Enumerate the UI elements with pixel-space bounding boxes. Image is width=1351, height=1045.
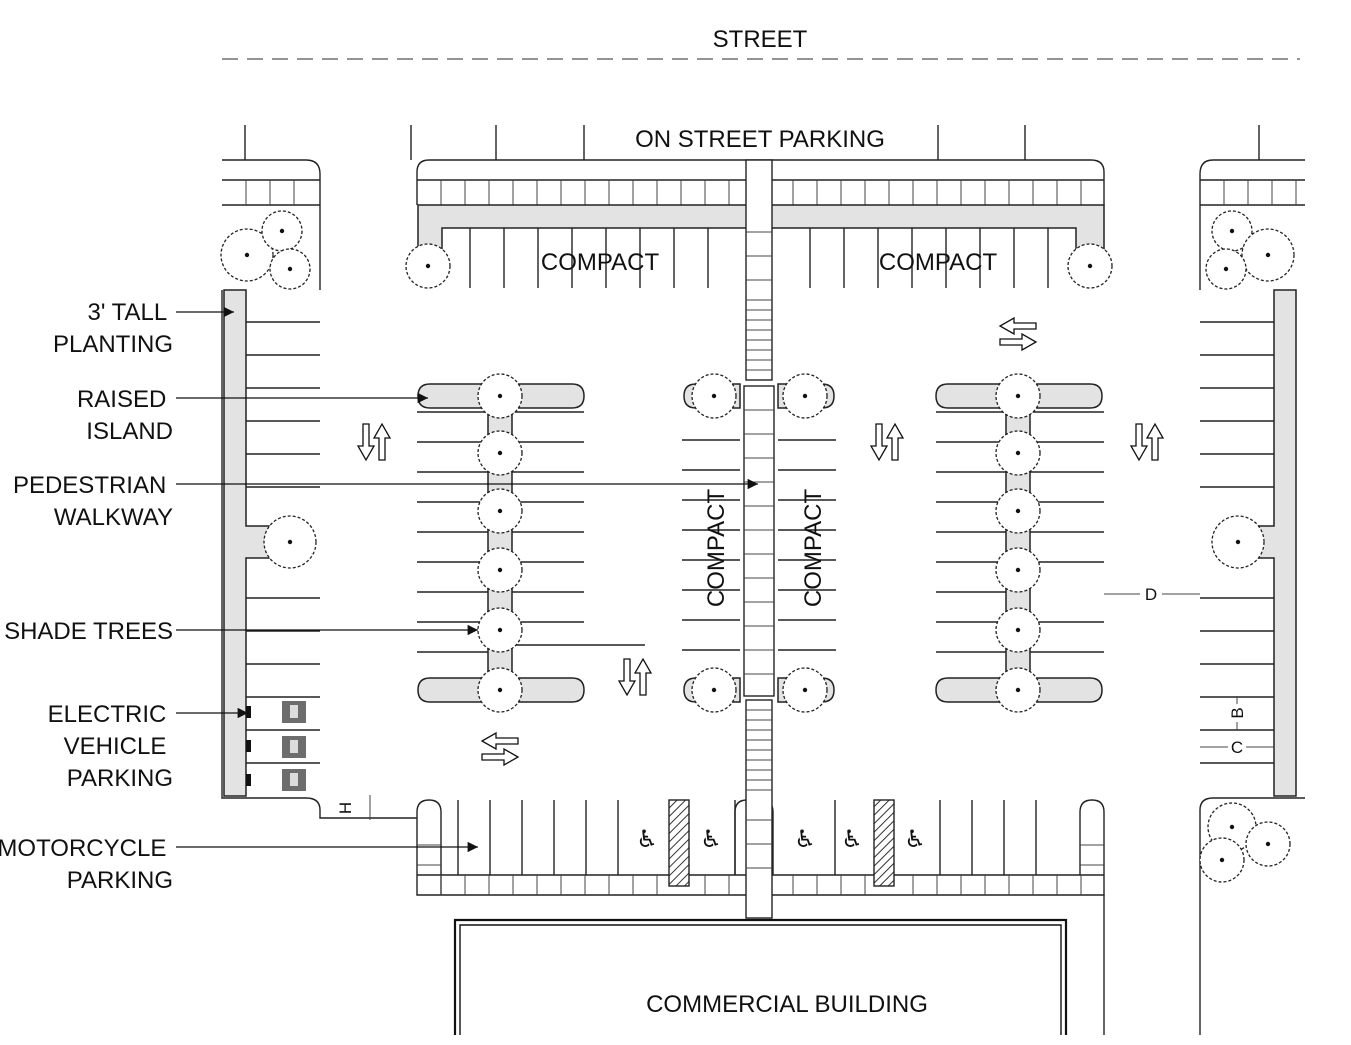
accessible-aisle-left <box>668 799 690 887</box>
tree-trunk-dot <box>711 393 717 399</box>
accessible-parking-icon: ♿ <box>700 825 722 853</box>
traffic-arrows <box>356 316 1165 767</box>
svg-text:PEDESTRIAN WALKWAY: PEDESTRIAN WALKWAY <box>13 472 173 531</box>
commercial-building-label: COMMERCIAL BUILDING <box>646 991 928 1018</box>
compact-stalls-center <box>682 439 836 651</box>
tree-trunk-dot <box>497 627 503 633</box>
svg-text:ELECTRIC VEHICLE P: ELECTRIC VEHICLE PARKING <box>48 701 173 792</box>
tree-trunk-dot <box>279 228 285 234</box>
commercial-building <box>453 918 1068 1035</box>
accessible-parking-icon: ♿ <box>636 825 658 853</box>
tree-trunk-dot <box>1015 450 1021 456</box>
dimension-d-label: D <box>1145 585 1157 604</box>
callout-motorcycle-line2: PARKING <box>67 867 173 894</box>
sidewalk-joints <box>245 180 1297 895</box>
left-side-stalls <box>246 321 320 764</box>
callout-pedestrian-walkway: PEDESTRIAN WALKWAY <box>13 472 758 531</box>
callout-motorcycle-line1: MOTORCYCLE <box>0 835 166 862</box>
pedestrian-walkway <box>743 159 775 919</box>
tree-trunk-dot <box>497 567 503 573</box>
tree-trunk-dot <box>497 687 503 693</box>
tree-trunk-dot <box>1235 539 1241 545</box>
two-way-arrow-icon <box>617 657 653 697</box>
tree-trunk-dot <box>425 263 431 269</box>
two-way-arrow-icon <box>998 316 1038 352</box>
tree-trunk-dot <box>1015 508 1021 514</box>
tree-trunk-dot <box>1087 263 1093 269</box>
stalls-left-island <box>417 411 645 653</box>
shade-trees <box>220 210 1295 883</box>
dimension-c: C <box>1200 738 1274 757</box>
tree-trunk-dot <box>1015 393 1021 399</box>
tree-trunk-dot <box>244 252 250 258</box>
tree-trunk-dot <box>497 508 503 514</box>
on-street-parking-label: ON STREET PARKING <box>635 126 885 153</box>
two-way-arrow-icon <box>1129 422 1165 462</box>
callout-electric-vehicle-parking: ELECTRIC VEHICLE PARKING <box>48 701 248 792</box>
tree-trunk-dot <box>1265 252 1271 258</box>
compact-label-center-right: COMPACT <box>800 489 827 608</box>
callout-tall-planting-line1: 3' TALL <box>87 299 166 326</box>
tree-trunk-dot <box>1015 567 1021 573</box>
tree-trunk-dot <box>497 450 503 456</box>
dimension-h: H <box>336 795 371 820</box>
accessible-parking-icon: ♿ <box>904 825 926 853</box>
raised-island-left <box>417 383 585 703</box>
callout-ev-line1: ELECTRIC <box>48 701 167 728</box>
tree-trunk-dot <box>711 687 717 693</box>
tree-trunk-dot <box>287 539 293 545</box>
tree-trunk-dot <box>802 393 808 399</box>
raised-island-right <box>935 383 1103 703</box>
tree-trunk-dot <box>1229 824 1235 830</box>
bottom-stalls <box>457 800 1037 875</box>
callout-shade-trees: SHADE TREES <box>4 618 478 645</box>
tree-trunk-dot <box>287 266 293 272</box>
tree-trunk-dot <box>1015 687 1021 693</box>
street-label: STREET <box>713 26 808 53</box>
accessible-parking-icon: ♿ <box>841 825 863 853</box>
compact-label-top-left: COMPACT <box>541 249 660 276</box>
callout-pedestrian-walkway-line1: PEDESTRIAN <box>13 472 166 499</box>
accessible-parking-icons: ♿ ♿ ♿ ♿ ♿ <box>636 825 926 853</box>
callout-pedestrian-walkway-line2: WALKWAY <box>54 504 173 531</box>
callout-tall-planting-line2: PLANTING <box>53 331 173 358</box>
callout-raised-island-line2: ISLAND <box>86 418 173 445</box>
dimension-d: D <box>1104 585 1200 604</box>
two-way-arrow-icon <box>869 422 905 462</box>
svg-text:3' TALL PLANTING: 3' TALL PLANTING <box>53 299 173 358</box>
accessible-parking-icon: ♿ <box>794 825 816 853</box>
two-way-arrow-icon <box>480 731 520 767</box>
compact-label-center-left: COMPACT <box>703 489 730 608</box>
callout-raised-island-line1: RAISED <box>77 386 166 413</box>
tree-trunk-dot <box>802 687 808 693</box>
tree-trunk-dot <box>1265 841 1271 847</box>
callout-motorcycle-parking: MOTORCYCLE PARKING <box>0 835 478 894</box>
tree-trunk-dot <box>497 393 503 399</box>
compact-stalls-top <box>469 228 1049 288</box>
callout-ev-line3: PARKING <box>67 765 173 792</box>
ev-chargers <box>246 701 306 791</box>
callout-ev-line2: VEHICLE <box>64 733 167 760</box>
compact-label-top-right: COMPACT <box>879 249 998 276</box>
dimension-c-label: C <box>1231 738 1243 757</box>
dimension-b-label: B <box>1228 707 1247 718</box>
accessible-aisle-right <box>873 799 895 887</box>
callout-raised-island: RAISED ISLAND <box>77 386 428 445</box>
svg-text:SHADE TREES: SHADE TREES <box>4 618 173 645</box>
callout-shade-trees-line1: SHADE TREES <box>4 618 173 645</box>
right-side-stalls <box>1200 321 1274 764</box>
two-way-arrow-icon <box>356 422 392 462</box>
tree-trunk-dot <box>1223 266 1229 272</box>
callout-tall-planting: 3' TALL PLANTING <box>53 299 234 358</box>
svg-text:RAISED ISLAND: RAISED ISLAND <box>77 386 173 445</box>
dimension-b: B <box>1228 696 1247 730</box>
dimension-h-label: H <box>336 802 355 814</box>
stalls-right-island <box>936 411 1104 653</box>
svg-text:MOTORCYCLE PARKING: MOTORCYCLE PARKING <box>0 835 173 894</box>
on-street-parking-stalls <box>244 125 1260 160</box>
tree-trunk-dot <box>1015 627 1021 633</box>
tree-trunk-dot <box>1219 857 1225 863</box>
tree-trunk-dot <box>1229 228 1235 234</box>
